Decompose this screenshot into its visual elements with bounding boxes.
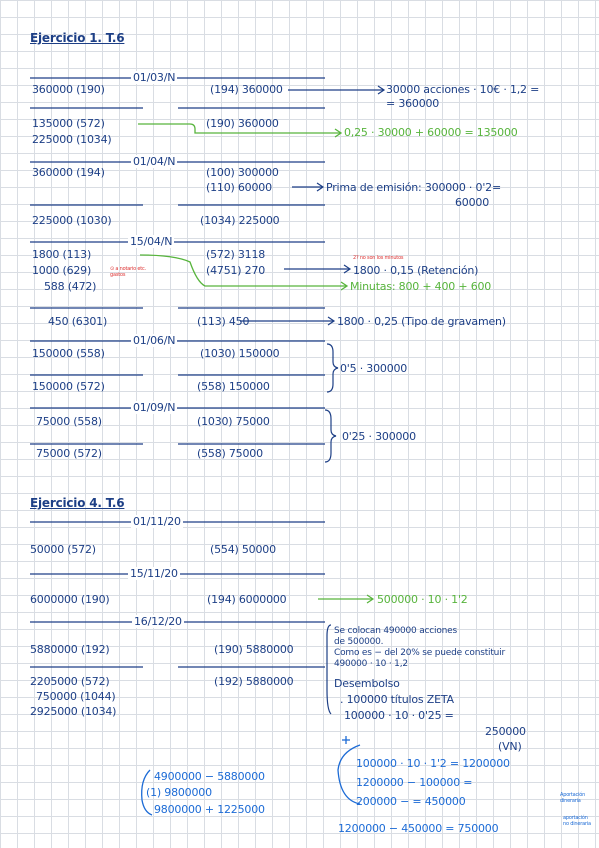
debit-entry: 225000 (1030) xyxy=(32,214,112,227)
debit-entry: 360000 (194) xyxy=(32,166,105,179)
calc-note-blue: 100000 · 10 · 1'2 = 1200000 xyxy=(356,757,510,770)
credit-entry: (554) 50000 xyxy=(210,543,276,556)
calc-note: de 500000. xyxy=(334,637,384,647)
debit-entry: 5880000 (192) xyxy=(30,643,110,656)
red-margin-note: ⊙ a notario etc. gastos xyxy=(110,266,146,278)
calc-note: 60000 xyxy=(455,196,489,209)
debit-entry: 6000000 (190) xyxy=(30,593,110,606)
date-label: 01/06/N xyxy=(131,334,178,347)
credit-entry: (1030) 150000 xyxy=(200,347,280,360)
calc-note-blue: aportación no dineraria xyxy=(563,815,591,827)
calc-note-green: Minutas: 800 + 400 + 600 xyxy=(350,280,492,293)
calc-note: 250000 xyxy=(485,725,526,738)
calc-note: Se colocan 490000 acciones xyxy=(334,626,457,636)
calc-note-blue: 1200000 − 450000 = 750000 xyxy=(338,822,499,835)
debit-entry: 450 (6301) xyxy=(48,315,108,328)
exercise-4-title: Ejercicio 4. T.6 xyxy=(30,496,125,510)
calc-note: 1800 · 0,25 (Tipo de gravamen) xyxy=(337,315,506,328)
calc-note: (VN) xyxy=(498,740,522,753)
debit-entry: 150000 (572) xyxy=(32,380,105,393)
debit-entry: 135000 (572) xyxy=(32,117,105,130)
date-label: 01/09/N xyxy=(131,401,178,414)
debit-entry: 1800 (113) xyxy=(32,248,92,261)
date-label: 15/04/N xyxy=(128,235,175,248)
debit-entry: 2925000 (1034) xyxy=(30,705,117,718)
calc-note-blue: Aportación dineraria xyxy=(560,792,586,804)
calc-note: 30000 acciones · 10€ · 1,2 = xyxy=(386,83,540,96)
credit-entry: (194) 6000000 xyxy=(207,593,287,606)
debit-entry: 75000 (558) xyxy=(36,415,102,428)
calc-note-blue: 200000 − = 450000 xyxy=(356,795,466,808)
date-label: 01/03/N xyxy=(131,71,178,84)
credit-entry: (558) 75000 xyxy=(197,447,263,460)
debit-entry: 150000 (558) xyxy=(32,347,105,360)
calc-note: Como es − del 20% se puede constituir xyxy=(334,648,505,658)
calc-note-green: 0,25 · 30000 + 60000 = 135000 xyxy=(344,126,518,139)
date-label: 15/11/20 xyxy=(128,567,180,580)
debit-entry: 225000 (1034) xyxy=(32,133,112,146)
calc-note: 1800 · 0,15 (Retención) xyxy=(353,264,479,277)
credit-entry: (572) 3118 xyxy=(206,248,266,261)
calc-note: 100000 · 10 · 0'25 = xyxy=(344,709,454,722)
date-label: 01/11/20 xyxy=(131,515,183,528)
exercise-1-title: Ejercicio 1. T.6 xyxy=(30,31,125,45)
calc-note: Prima de emisión: 300000 · 0'2= xyxy=(326,181,501,194)
credit-entry: (190) 5880000 xyxy=(214,643,294,656)
calc-note: 0'25 · 300000 xyxy=(342,430,416,443)
calc-note-blue: 1200000 − 100000 = xyxy=(356,776,473,789)
debit-entry: 750000 (1044) xyxy=(36,690,116,703)
calc-note: = 360000 xyxy=(386,97,440,110)
calc-note: . 100000 títulos ZETA xyxy=(340,693,454,706)
debit-entry: 75000 (572) xyxy=(36,447,102,460)
credit-entry: (1030) 75000 xyxy=(197,415,270,428)
debit-entry: 50000 (572) xyxy=(30,543,96,556)
calc-note-green: 500000 · 10 · 1'2 xyxy=(377,593,468,606)
credit-entry: (558) 150000 xyxy=(197,380,270,393)
credit-entry: (192) 5880000 xyxy=(214,675,294,688)
credit-entry: (4751) 270 xyxy=(206,264,266,277)
debit-entry: 360000 (190) xyxy=(32,83,105,96)
debit-entry: 588 (472) xyxy=(44,280,97,293)
calc-note: 490000 · 10 · 1,2 xyxy=(334,659,408,669)
calc-note-blue: 4900000 − 5880000 xyxy=(154,770,265,783)
credit-entry: (190) 360000 xyxy=(206,117,279,130)
date-label: 01/04/N xyxy=(131,155,178,168)
credit-entry: (113) 450 xyxy=(197,315,250,328)
calc-note-blue: 9800000 + 1225000 xyxy=(154,803,265,816)
calc-note: 0'5 · 300000 xyxy=(340,362,408,375)
debit-entry: 2205000 (572) xyxy=(30,675,110,688)
credit-entry: (100) 300000 xyxy=(206,166,279,179)
date-label: 16/12/20 xyxy=(132,615,184,628)
credit-entry: (1034) 225000 xyxy=(200,214,280,227)
red-margin-note: 2? no son los minutos xyxy=(353,255,404,261)
calc-note-blue: (1) 9800000 xyxy=(146,786,212,799)
calc-note: Desembolso xyxy=(334,677,400,690)
debit-entry: 1000 (629) xyxy=(32,264,92,277)
credit-entry: (110) 60000 xyxy=(206,181,272,194)
credit-entry: (194) 360000 xyxy=(210,83,283,96)
